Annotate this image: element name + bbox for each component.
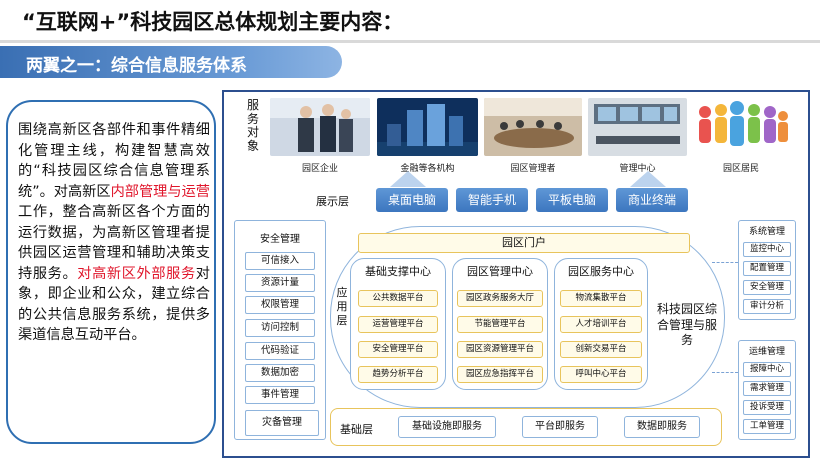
ops-mgmt-title: 运维管理 (748, 347, 785, 357)
description-box (6, 100, 216, 444)
security-item: 资源计量 (245, 274, 315, 292)
description-highlight-internal: 内部管理与运营 (110, 183, 210, 200)
application-layer-label: 应用层 (336, 286, 348, 327)
column-title: 园区管理中心 (467, 265, 533, 278)
platform-item: 公共数据平台 (358, 290, 438, 307)
target-enterprise: 园区企业 (301, 164, 338, 174)
system-mgmt-title: 系统管理 (748, 227, 785, 237)
meeting-room-photo (484, 98, 582, 156)
connector-line (712, 372, 738, 373)
page-title: “互联网+”科技园区总体规划主要内容： (22, 10, 404, 34)
title-divider (0, 40, 820, 43)
system-mgmt-item: 安全管理 (743, 280, 791, 295)
target-finance: 金融等各机构 (400, 164, 455, 174)
section-banner-text: 两翼之一：综合信息服务体系 (26, 56, 247, 76)
platform-item: 安全管理平台 (358, 341, 438, 358)
section-banner (0, 46, 342, 78)
platform-item: 节能管理平台 (457, 316, 543, 333)
base-item: 基础设施即服务 (398, 416, 496, 438)
target-mgmt-center: 管理中心 (619, 164, 656, 174)
connector-line (712, 262, 738, 263)
system-mgmt-item: 配置管理 (743, 261, 791, 276)
platform-item: 人才培训平台 (560, 316, 642, 333)
finance-building-photo (377, 98, 478, 156)
platform-item: 趋势分析平台 (358, 366, 438, 383)
security-item: 代码验证 (245, 342, 315, 360)
base-item: 数据即服务 (624, 416, 700, 438)
description-text: 围绕高新区各部件和事件精细化管理主线，构建智慧高效的“科技园区综合信息管理系统”… (18, 120, 210, 346)
system-mgmt-item: 审计分析 (743, 299, 791, 314)
description-highlight-external: 对高新区外部服务 (77, 265, 196, 282)
target-park-manager: 园区管理者 (510, 164, 556, 174)
column-title: 基础支撑中心 (365, 265, 431, 278)
platform-item: 创新交易平台 (560, 341, 642, 358)
platform-item: 物流集散平台 (560, 290, 642, 307)
platform-item: 园区资源管理平台 (457, 341, 543, 358)
description-part-2: 工作，整合高新区各个方面的运行数据，为高新区管理者提供园区运营管理和辅助决策支持… (18, 204, 210, 282)
security-item: 数据加密 (245, 364, 315, 382)
disaster-recovery: 灾备管理 (245, 410, 319, 436)
system-mgmt-item: 监控中心 (743, 242, 791, 257)
security-item: 访问控制 (245, 319, 315, 337)
target-residents: 园区居民 (722, 164, 759, 174)
device-terminal: 商业终端 (616, 188, 688, 212)
ops-mgmt-item: 需求管理 (743, 381, 791, 396)
service-target-label: 服务对象 (246, 98, 259, 153)
platform-item: 园区政务服务大厅 (457, 290, 543, 307)
enterprise-photo (270, 98, 370, 156)
control-center-photo (588, 98, 687, 156)
ops-mgmt-item: 投诉受理 (743, 400, 791, 415)
park-portal: 园区门户 (358, 233, 690, 253)
platform-item: 呼叫中心平台 (560, 366, 642, 383)
ops-mgmt-item: 工单管理 (743, 419, 791, 434)
up-arrow-icon (630, 171, 666, 187)
ops-mgmt-item: 报障中心 (743, 362, 791, 377)
residents-figures (693, 98, 789, 156)
up-arrow-icon (390, 171, 426, 187)
column-title: 园区服务中心 (568, 265, 634, 278)
display-layer-label: 展示层 (316, 195, 349, 208)
description-part-1: 围绕高新区各部件和事件精细化管理主线，构建智慧高效的“科技园区综合信息管理系统”… (18, 122, 210, 200)
security-item: 权限管理 (245, 296, 315, 314)
description-part-3: 对象，即企业和公众，建立综合的公共信息服务系统，提供多渠道信息互动平台。 (18, 265, 210, 344)
platform-item: 运营管理平台 (358, 316, 438, 333)
security-item: 可信接入 (245, 252, 315, 270)
security-item: 事件管理 (245, 386, 315, 404)
base-item: 平台即服务 (522, 416, 598, 438)
base-layer-label: 基础层 (340, 423, 373, 436)
security-title: 安全管理 (260, 234, 300, 245)
platform-item: 园区应急指挥平台 (457, 366, 543, 383)
device-tablet: 平板电脑 (536, 188, 608, 212)
device-desktop: 桌面电脑 (376, 188, 448, 212)
park-mgmt-label: 科技园区综合管理与服务 (656, 302, 717, 347)
device-smartphone: 智能手机 (456, 188, 528, 212)
